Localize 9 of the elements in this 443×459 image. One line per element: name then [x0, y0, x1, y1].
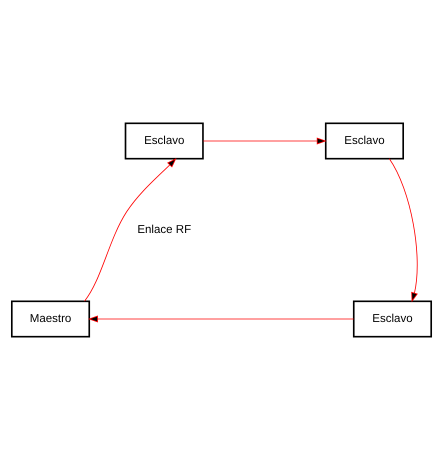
arrow: [84, 158, 176, 302]
arrow: [202, 137, 327, 144]
node-box: Esclavo: [124, 122, 204, 160]
label: Enlace RF: [137, 224, 192, 236]
arrow: [88, 315, 354, 322]
node-box: Esclavo: [324, 122, 404, 160]
node-box: Maestro: [10, 300, 90, 338]
arrow: [388, 158, 418, 302]
node-box: Esclavo: [352, 300, 432, 338]
